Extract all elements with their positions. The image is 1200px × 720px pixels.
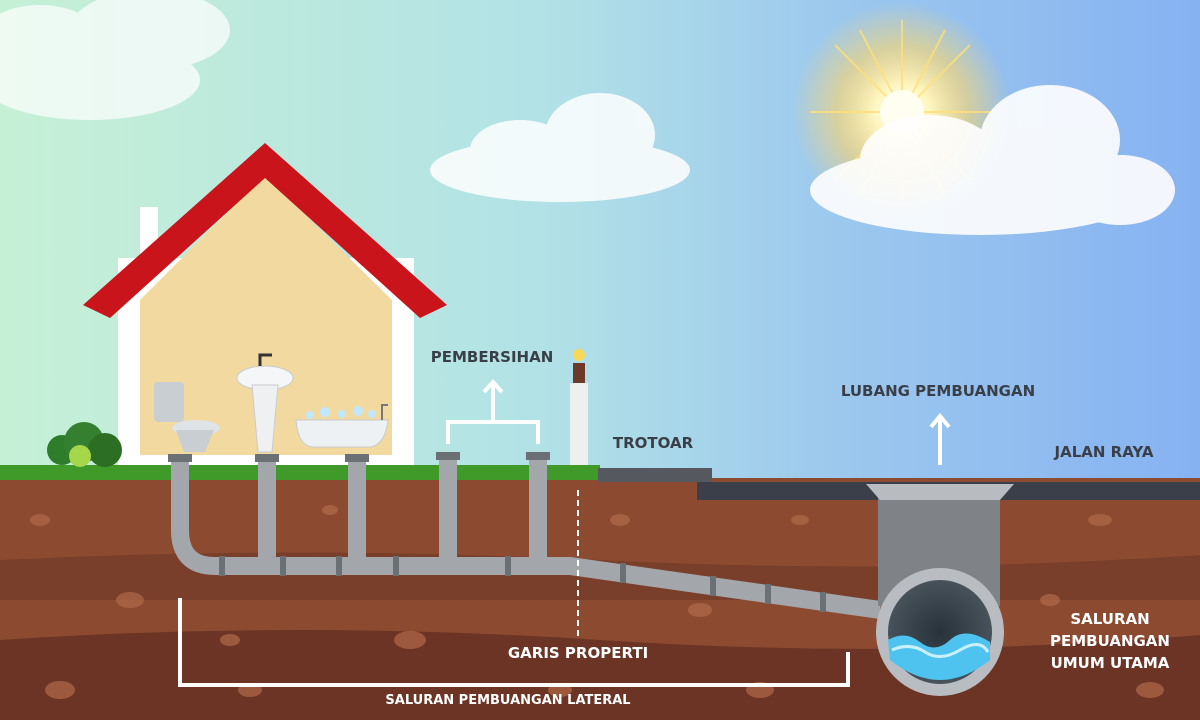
main-sewer-label-3: UMUM UTAMA — [1051, 654, 1170, 672]
sink-icon — [236, 353, 294, 453]
lateral-bracket — [178, 598, 850, 687]
arrow-up-icon — [929, 412, 951, 465]
sidewalk — [598, 468, 712, 482]
lateral-label: SALURAN PEMBUANGAN LATERAL — [385, 693, 630, 708]
bathtub-icon — [295, 404, 389, 448]
road-label: JALAN RAYA — [1054, 443, 1154, 461]
toilet-icon — [154, 382, 220, 452]
bush-icon — [47, 422, 122, 467]
cleanout-label: PEMBERSIHAN — [431, 348, 554, 366]
manhole-label: LUBANG PEMBUANGAN — [841, 382, 1035, 400]
cloud-icon — [810, 85, 1175, 235]
house — [83, 143, 447, 465]
main-sewer-label-1: SALURAN — [1070, 610, 1149, 628]
cleanout-bracket — [446, 420, 540, 444]
main-sewer-label-2: PEMBUANGAN — [1050, 632, 1170, 650]
cloud-icon — [430, 93, 690, 202]
cleanout-marker-icon — [570, 349, 588, 465]
property-line-label: GARIS PROPERTI — [508, 644, 648, 662]
sidewalk-label: TROTOAR — [613, 434, 694, 452]
pipes — [171, 458, 882, 619]
arrow-up-icon — [482, 379, 504, 420]
manhole — [866, 484, 1014, 696]
roof — [83, 143, 447, 318]
grass — [0, 465, 600, 480]
cloud-icon — [0, 0, 230, 120]
